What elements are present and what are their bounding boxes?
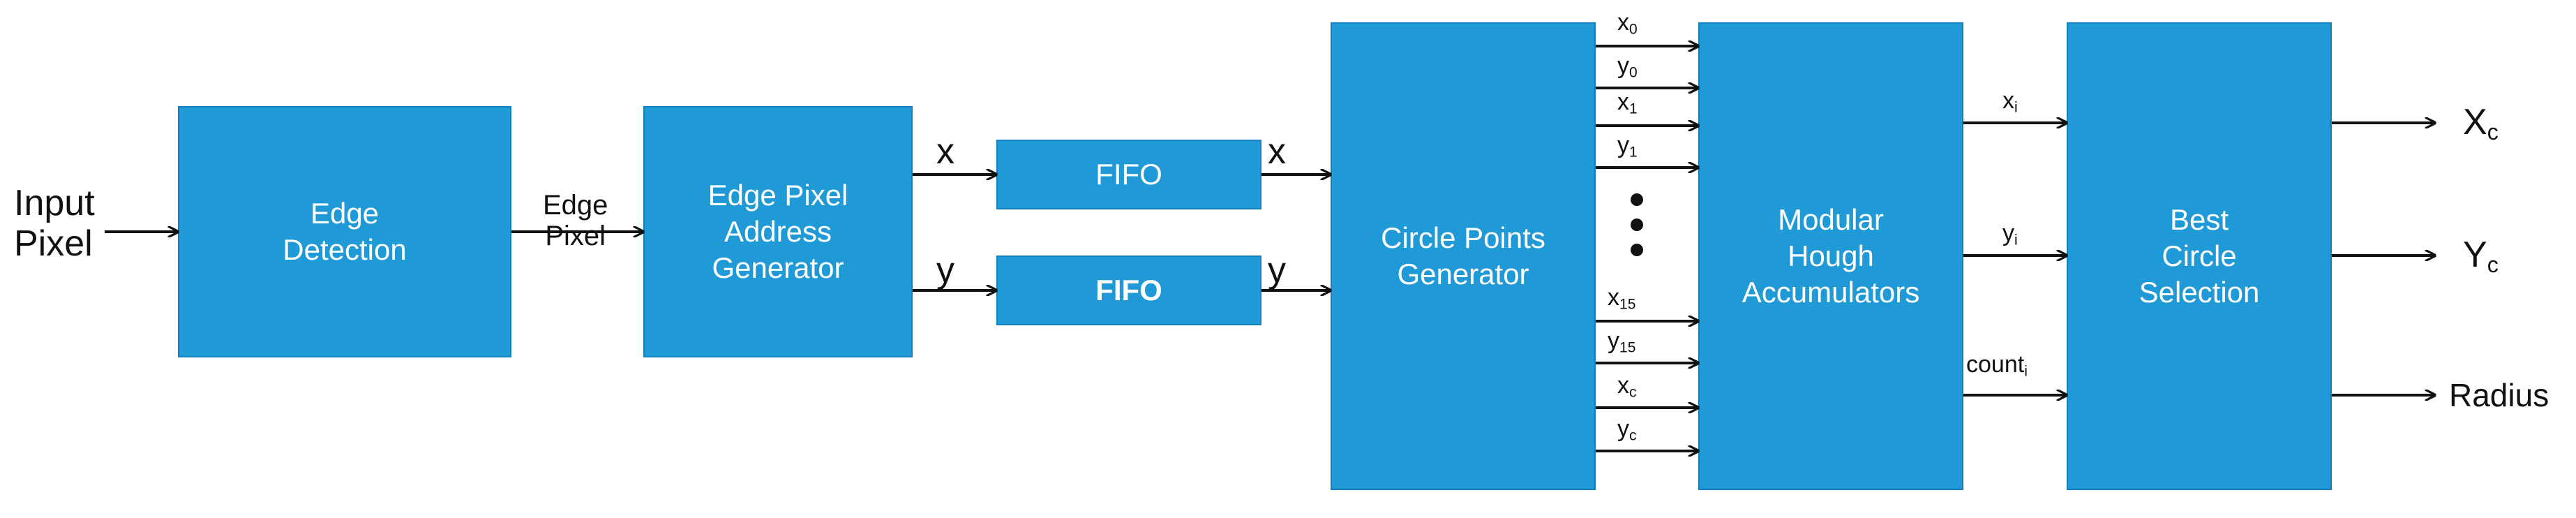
label-line: Input xyxy=(14,183,95,223)
label-sub: i xyxy=(2024,363,2028,380)
label-base: y xyxy=(1617,52,1629,79)
label-sub: i xyxy=(2014,99,2018,116)
label-line: Pixel xyxy=(14,223,93,264)
label-sub: 15 xyxy=(1619,296,1636,313)
vertical-dots-icon xyxy=(1631,193,1643,256)
x-label-addr: x xyxy=(936,131,954,172)
label-sub: i xyxy=(2014,232,2018,249)
address-generator-block: Edge Pixel Address Generator xyxy=(643,106,913,357)
edge-detection-block: Edge Detection xyxy=(178,106,511,357)
gen-output-label: y15 xyxy=(1608,328,1635,360)
block-line: Best xyxy=(2169,203,2229,236)
gen-output-label: x1 xyxy=(1617,89,1638,121)
gen-output-label: yc xyxy=(1617,416,1637,448)
label-base: y xyxy=(1617,132,1629,158)
block-line: Detection xyxy=(283,233,407,266)
best-circle-selection-block: Best Circle Selection xyxy=(2067,22,2332,490)
label-sub: c xyxy=(2487,252,2499,278)
label-sub: c xyxy=(1629,384,1637,401)
block-line: Address xyxy=(724,215,832,248)
block-line: Selection xyxy=(2139,276,2260,309)
block-line: FIFO xyxy=(1095,158,1162,191)
label-base: Radius xyxy=(2449,377,2549,413)
y-label-addr: y xyxy=(936,250,954,290)
label-base: y xyxy=(2002,220,2014,246)
label-base: x xyxy=(1617,9,1629,36)
label-base: x xyxy=(2002,87,2014,114)
x-label-fifo: x xyxy=(1268,131,1286,172)
label-sub: 15 xyxy=(1619,339,1636,356)
xc-output-label: Xc xyxy=(2463,102,2499,152)
label-line: Pixel xyxy=(545,221,606,251)
label-sub: 0 xyxy=(1629,21,1638,38)
acc-output-label: yi xyxy=(2002,221,2018,253)
label-base: y xyxy=(1617,415,1629,442)
label-sub: 1 xyxy=(1629,144,1638,161)
block-line: Hough xyxy=(1788,239,1874,272)
circle-points-generator-block: Circle Points Generator xyxy=(1331,22,1596,490)
block-line: Generator xyxy=(712,251,844,284)
gen-output-label: x0 xyxy=(1617,10,1638,42)
label-base: x xyxy=(1617,89,1629,115)
label-base: x xyxy=(1608,284,1619,311)
label-base: y xyxy=(1608,327,1619,354)
fifo-y-block: FIFO xyxy=(996,256,1261,325)
block-line: Circle Points xyxy=(1381,221,1545,254)
label-base: Y xyxy=(2463,235,2487,275)
input-pixel-label: Input Pixel xyxy=(14,183,95,264)
radius-output-label: Radius xyxy=(2449,377,2549,413)
y-label-fifo: y xyxy=(1268,250,1286,290)
label-sub: 1 xyxy=(1629,101,1638,117)
acc-output-label: counti xyxy=(1966,352,2028,384)
gen-output-label: y0 xyxy=(1617,53,1638,85)
label-line: Edge xyxy=(543,190,608,221)
label-base: X xyxy=(2463,102,2487,142)
label-base: x xyxy=(1617,372,1629,399)
block-line: Circle xyxy=(2162,239,2237,272)
label-sub: c xyxy=(2487,119,2499,145)
block-line: Edge xyxy=(310,197,380,230)
gen-output-label: xc xyxy=(1617,373,1637,405)
label-sub: c xyxy=(1629,427,1637,444)
hough-accumulators-block: Modular Hough Accumulators xyxy=(1698,22,1963,490)
block-line: Accumulators xyxy=(1742,276,1920,309)
block-line: Edge Pixel xyxy=(707,179,848,212)
gen-output-label: x15 xyxy=(1608,285,1635,317)
block-line: FIFO xyxy=(1095,274,1162,306)
fifo-x-block: FIFO xyxy=(996,140,1261,209)
block-line: Modular xyxy=(1778,203,1884,236)
label-base: count xyxy=(1966,351,2025,378)
gen-output-label: y1 xyxy=(1617,133,1638,165)
yc-output-label: Yc xyxy=(2463,235,2499,285)
label-sub: 0 xyxy=(1629,64,1638,81)
edge-pixel-label: Edge Pixel xyxy=(543,190,608,251)
acc-output-label: xi xyxy=(2002,88,2018,120)
block-line: Generator xyxy=(1397,258,1529,290)
